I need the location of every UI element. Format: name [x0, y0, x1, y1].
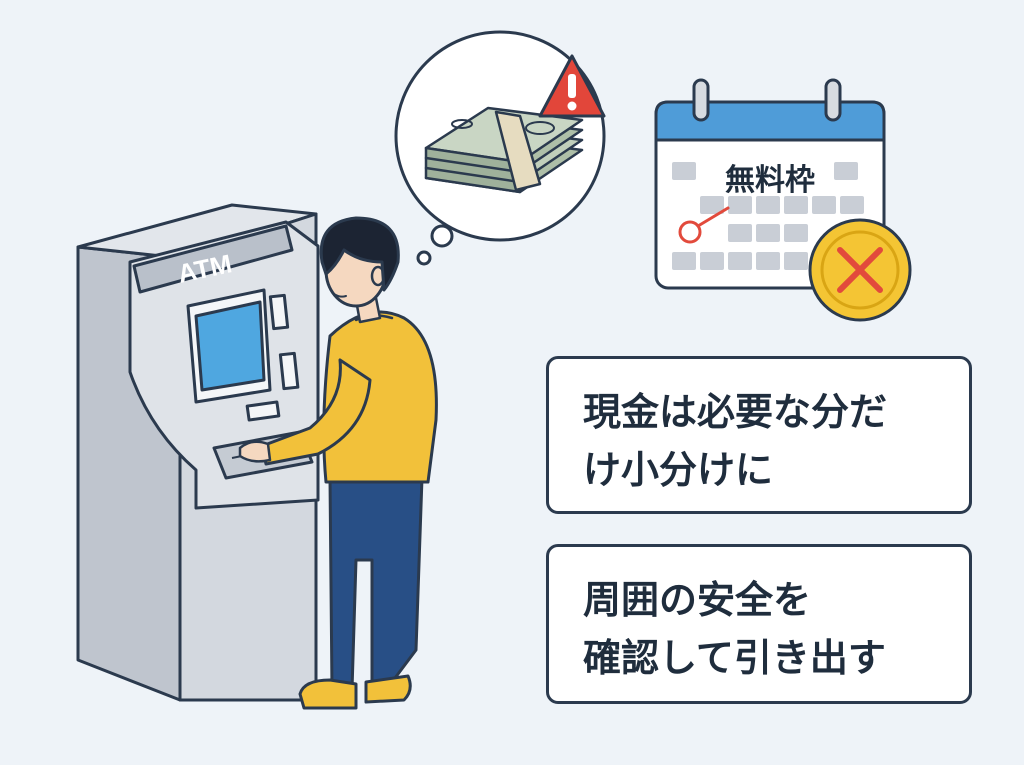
calendar-icon: 無料枠	[654, 78, 886, 290]
tip-safety-line2: 確認して引き出す	[583, 636, 886, 680]
atm-machine: ATM	[76, 203, 320, 702]
calendar-label: 無料枠	[725, 163, 815, 198]
tip-cash-line2: け小分けに	[583, 448, 774, 492]
tip-card-cash: 現金は必要な分だ け小分けに	[546, 356, 972, 514]
tip-cash-line1: 現金は必要な分だ	[583, 390, 888, 434]
warning-triangle-icon	[538, 54, 606, 118]
x-mark-icon	[808, 218, 912, 322]
tip-card-safety: 周囲の安全を 確認して引き出す	[546, 544, 972, 704]
tip-safety-line1: 周囲の安全を	[583, 578, 812, 622]
cash-bundle-icon	[424, 106, 584, 194]
person-at-atm	[238, 216, 438, 710]
atm-screen	[194, 300, 266, 392]
